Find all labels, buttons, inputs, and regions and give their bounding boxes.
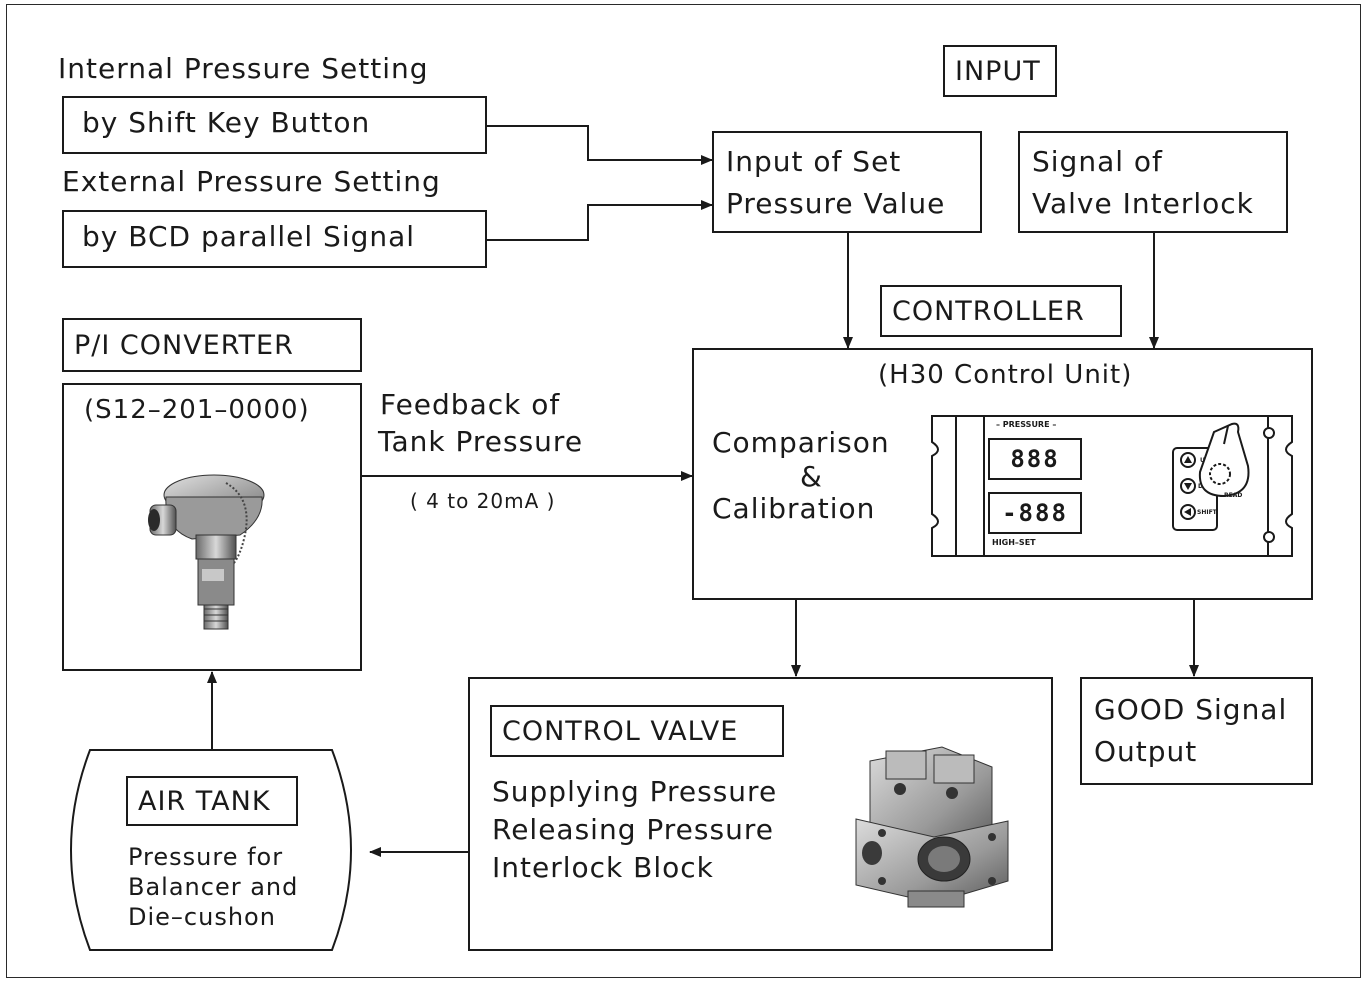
key-switch-icon [1198, 422, 1250, 498]
set-pressure-line2: Pressure Value [726, 187, 946, 220]
controller-label: CONTROLLER [880, 285, 1122, 337]
set-pressure-line1: Input of Set [726, 145, 902, 178]
controller-unit-text: (H30 Control Unit) [878, 360, 1133, 390]
arrow-shift-key-to-set-value [487, 125, 713, 165]
pressure-panel-label: – PRESSURE – [996, 420, 1057, 429]
interlock-block-text: Interlock Block [492, 851, 714, 884]
control-valve-box: CONTROL VALVE Supplying Pressure Releasi… [468, 677, 1053, 951]
pi-converter-label-text: P/I CONVERTER [74, 329, 294, 361]
air-tank-label: AIR TANK [126, 776, 298, 826]
input-label: INPUT [943, 45, 1057, 97]
read-label: READ [1224, 492, 1243, 499]
air-tank-line2: Balancer and [128, 873, 299, 901]
pi-converter-label: P/I CONVERTER [62, 318, 362, 372]
shift-key-text: by Shift Key Button [82, 106, 371, 139]
valve-interlock-box: Signal of Valve Interlock [1018, 131, 1288, 233]
good-signal-box: GOOD Signal Output [1080, 677, 1313, 785]
controller-label-text: CONTROLLER [892, 295, 1085, 327]
pi-converter-box: (S12–201–0000) [62, 383, 362, 671]
control-valve-image [855, 746, 1009, 908]
pressure-display: 888 [988, 438, 1082, 480]
valve-interlock-line2: Valve Interlock [1032, 187, 1254, 220]
air-tank-label-text: AIR TANK [138, 785, 271, 817]
bcd-signal-text: by BCD parallel Signal [82, 220, 416, 253]
ampersand-text: & [800, 460, 823, 493]
external-setting-title: External Pressure Setting [62, 165, 441, 198]
feedback-line1: Feedback of [380, 388, 561, 421]
internal-setting-title: Internal Pressure Setting [58, 52, 429, 85]
controller-box: (H30 Control Unit) Comparison & Calibrat… [692, 348, 1313, 600]
high-set-label: HIGH–SET [992, 538, 1036, 547]
shift-key-box: by Shift Key Button [62, 96, 487, 154]
supplying-pressure-text: Supplying Pressure [492, 775, 778, 808]
bcd-signal-box: by BCD parallel Signal [62, 210, 487, 268]
feedback-line2: Tank Pressure [378, 425, 584, 458]
arrow-bcd-to-set-value [487, 200, 713, 241]
set-pressure-box: Input of Set Pressure Value [712, 131, 982, 233]
control-valve-label-text: CONTROL VALVE [502, 715, 739, 747]
comparison-text: Comparison [712, 426, 890, 459]
calibration-text: Calibration [712, 492, 876, 525]
shift-button-label: SHIFT [1197, 509, 1217, 516]
diagram-frame [6, 4, 1361, 978]
feedback-range: ( 4 to 20mA ) [410, 489, 556, 513]
releasing-pressure-text: Releasing Pressure [492, 813, 774, 846]
air-tank-line1: Pressure for [128, 843, 284, 871]
air-tank-line3: Die–cushon [128, 903, 276, 931]
panel-buttons [1180, 452, 1196, 520]
pressure-transmitter-image [148, 474, 265, 630]
good-signal-line2: Output [1094, 735, 1198, 768]
good-signal-line1: GOOD Signal [1094, 693, 1288, 726]
control-valve-label: CONTROL VALVE [490, 705, 784, 757]
high-set-display: -888 [988, 492, 1082, 534]
pi-converter-part-number: (S12–201–0000) [84, 395, 310, 425]
valve-interlock-line1: Signal of [1032, 145, 1163, 178]
input-label-text: INPUT [955, 55, 1041, 87]
